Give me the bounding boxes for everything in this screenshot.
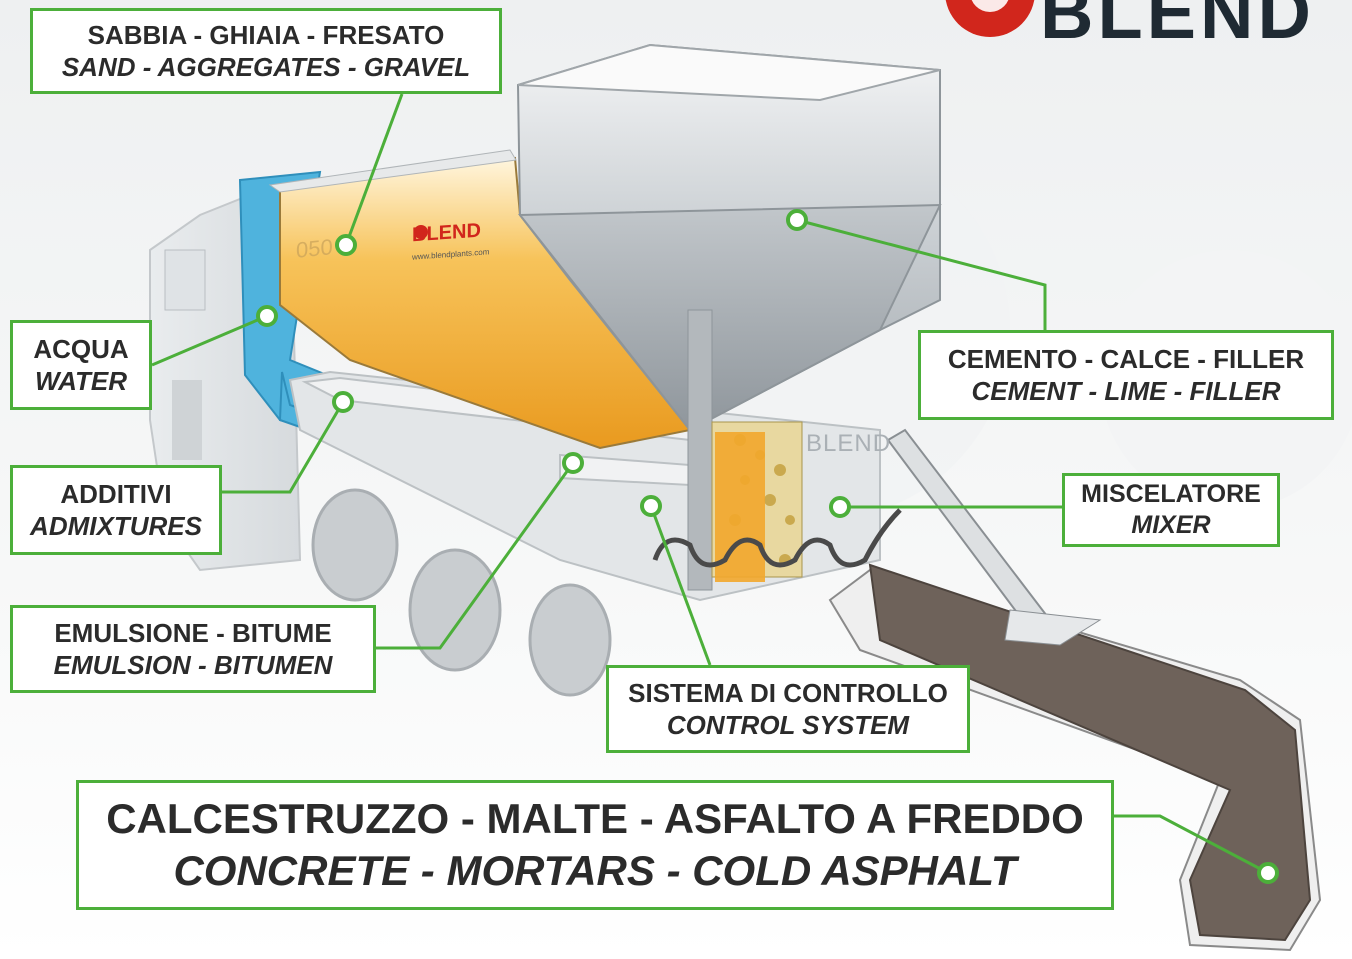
wheel: [408, 548, 502, 672]
dot-mixer: [829, 496, 851, 518]
truck-wheels: [311, 488, 612, 697]
label-water-en: WATER: [35, 366, 127, 396]
truck-side-text: BLEND: [806, 430, 892, 457]
label-control-en: CONTROL SYSTEM: [666, 710, 910, 740]
mixer-orange-panel: [715, 432, 765, 582]
truck-number: 050: [296, 234, 333, 263]
connector-dots: [256, 209, 1279, 884]
label-additives-it: ADDITIVI: [60, 478, 172, 509]
dot-products: [1257, 862, 1279, 884]
truck-logo-text: BLEND: [412, 219, 481, 247]
aggregate-bin: [279, 156, 692, 450]
label-mixer: MISCELATORE MIXER: [1062, 473, 1280, 547]
label-sand-it: SABBIA - GHIAIA - FRESATO: [87, 19, 445, 50]
label-sand: SABBIA - GHIAIA - FRESATO SAND - AGGREGA…: [30, 8, 502, 94]
connector-additives: [222, 401, 345, 494]
label-emulsion: EMULSIONE - BITUME EMULSION - BITUMEN: [10, 605, 376, 693]
connector-products: [1114, 814, 1269, 875]
mix-material: [868, 563, 1312, 942]
label-control-it: SISTEMA DI CONTROLLO: [628, 677, 948, 708]
wheel: [528, 583, 612, 697]
connector-cement: [796, 218, 1047, 330]
connector-lines: [151, 93, 1269, 875]
label-cement: CEMENTO - CALCE - FILLER CEMENT - LIME -…: [918, 330, 1334, 420]
label-water: ACQUA WATER: [10, 320, 152, 410]
label-products-it: CALCESTRUZZO - MALTE - ASFALTO A FREDDO: [106, 794, 1084, 842]
mixer-screw: [652, 508, 902, 568]
cement-hopper-lower: [517, 203, 942, 432]
aggregate-bin-top: [268, 149, 517, 193]
label-products-en: CONCRETE - MORTARS - COLD ASPHALT: [173, 847, 1017, 894]
brand-logo-mark: [945, 0, 1035, 37]
label-cement-en: CEMENT - LIME - FILLER: [971, 376, 1281, 406]
dot-sand: [335, 234, 357, 256]
hopper-rim: [517, 43, 941, 102]
label-control-system: SISTEMA DI CONTROLLO CONTROL SYSTEM: [606, 665, 970, 753]
connector-sand: [344, 93, 404, 246]
label-water-it: ACQUA: [33, 333, 129, 364]
label-additives-en: ADMIXTURES: [30, 511, 202, 541]
label-sand-en: SAND - AGGREGATES - GRAVEL: [61, 52, 471, 82]
cab-window: [164, 249, 206, 311]
label-additives: ADDITIVI ADMIXTURES: [10, 465, 222, 555]
label-mixer-en: MIXER: [1131, 511, 1211, 539]
truck-logo-mark: [414, 225, 428, 239]
connector-emulsion: [376, 462, 575, 650]
mixer-arm-plate: [1004, 609, 1102, 646]
wheel: [311, 488, 399, 602]
dot-control: [640, 495, 662, 517]
label-emulsion-it: EMULSIONE - BITUME: [54, 617, 332, 648]
brand-logo-text: BLEND: [1040, 0, 1315, 54]
label-cement-it: CEMENTO - CALCE - FILLER: [947, 343, 1305, 374]
connector-water: [151, 314, 268, 367]
label-emulsion-en: EMULSION - BITUMEN: [53, 650, 333, 680]
connector-control: [649, 505, 712, 666]
dot-emulsion: [562, 452, 584, 474]
label-products: CALCESTRUZZO - MALTE - ASFALTO A FREDDO …: [76, 780, 1114, 910]
dot-additives: [332, 391, 354, 413]
label-mixer-it: MISCELATORE: [1081, 479, 1261, 508]
dot-water: [256, 305, 278, 327]
cab-grille: [172, 380, 202, 460]
dot-cement: [786, 209, 808, 231]
